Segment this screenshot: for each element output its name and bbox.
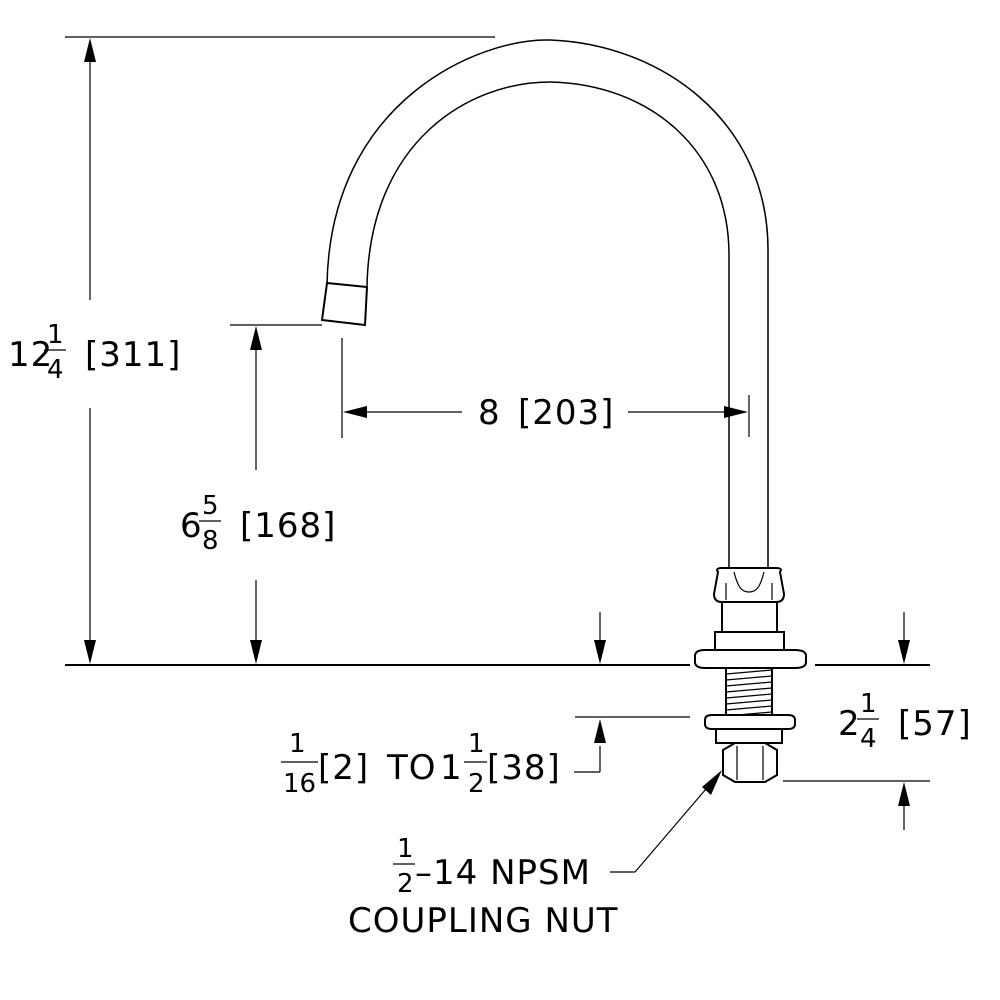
reach-value: 8 <box>478 393 501 433</box>
deck-max-whole: 1 <box>440 748 463 788</box>
outlet-height-whole: 6 <box>180 506 203 546</box>
extension-lines <box>65 36 930 782</box>
thread-denominator: 2 <box>397 869 414 899</box>
arrow-down <box>594 640 606 664</box>
arrow-down <box>84 640 96 664</box>
arrow-up <box>898 782 910 806</box>
coupling-nut-callout: 1 2 –14 NPSM COUPLING NUT <box>348 770 722 941</box>
shank-length-dimension: 2 1 4 [57] <box>838 612 972 830</box>
thread-numerator: 1 <box>397 834 414 864</box>
overall-height-dimension: 12 1 4 [311] <box>8 38 181 664</box>
deck-min-denominator: 16 <box>283 769 316 799</box>
arrow-down <box>250 640 262 664</box>
deck-flange <box>694 649 807 669</box>
spout-outer-curve <box>326 39 769 568</box>
arrow-up <box>594 719 606 743</box>
washer <box>715 728 783 744</box>
lock-nut <box>704 714 796 730</box>
overall-height-numerator: 1 <box>47 320 64 350</box>
arrow-up <box>250 326 262 350</box>
callout-arrow <box>702 770 722 795</box>
reach-dimension: 8 [203] <box>343 393 748 433</box>
spout-inner-curve <box>366 81 730 568</box>
shank-length-denominator: 4 <box>860 724 877 754</box>
coupling-nut <box>722 742 778 783</box>
outlet-height-numerator: 5 <box>202 491 219 521</box>
reach-metric: [203] <box>518 393 614 433</box>
threaded-shank <box>725 667 773 719</box>
deck-min-metric: [2] <box>318 748 369 788</box>
deck-max-denominator: 2 <box>468 769 485 799</box>
arrow-down <box>898 640 910 664</box>
arrow-right <box>724 406 748 418</box>
shank-length-numerator: 1 <box>860 689 877 719</box>
deck-min-numerator: 1 <box>289 729 306 759</box>
deck-range-connector: TO <box>386 748 437 788</box>
deck-max-numerator: 1 <box>468 729 485 759</box>
overall-height-denominator: 4 <box>47 355 64 385</box>
outlet-height-dimension: 6 5 8 [168] <box>180 326 336 664</box>
arrow-left <box>343 406 367 418</box>
deck-range-dimension: 1 16 [2] TO 1 1 2 [38] <box>281 612 606 799</box>
aerator-tip <box>320 281 369 327</box>
outlet-height-denominator: 8 <box>202 526 219 556</box>
shank-length-metric: [57] <box>898 704 972 744</box>
callout-part-name: COUPLING NUT <box>348 901 619 941</box>
shank-length-whole: 2 <box>838 704 861 744</box>
arrow-up <box>84 38 96 62</box>
thread-spec: –14 NPSM <box>415 853 591 893</box>
swivel-nut <box>712 567 786 603</box>
deck-max-metric: [38] <box>487 748 561 788</box>
riser-collar <box>714 631 785 651</box>
overall-height-whole: 12 <box>8 335 53 375</box>
faucet <box>320 39 807 783</box>
callout-leader-diagonal <box>634 781 713 873</box>
swivel-nut-detail <box>733 571 765 593</box>
outlet-height-metric: [168] <box>240 506 336 546</box>
overall-height-metric: [311] <box>85 335 181 375</box>
riser-body <box>721 601 778 633</box>
